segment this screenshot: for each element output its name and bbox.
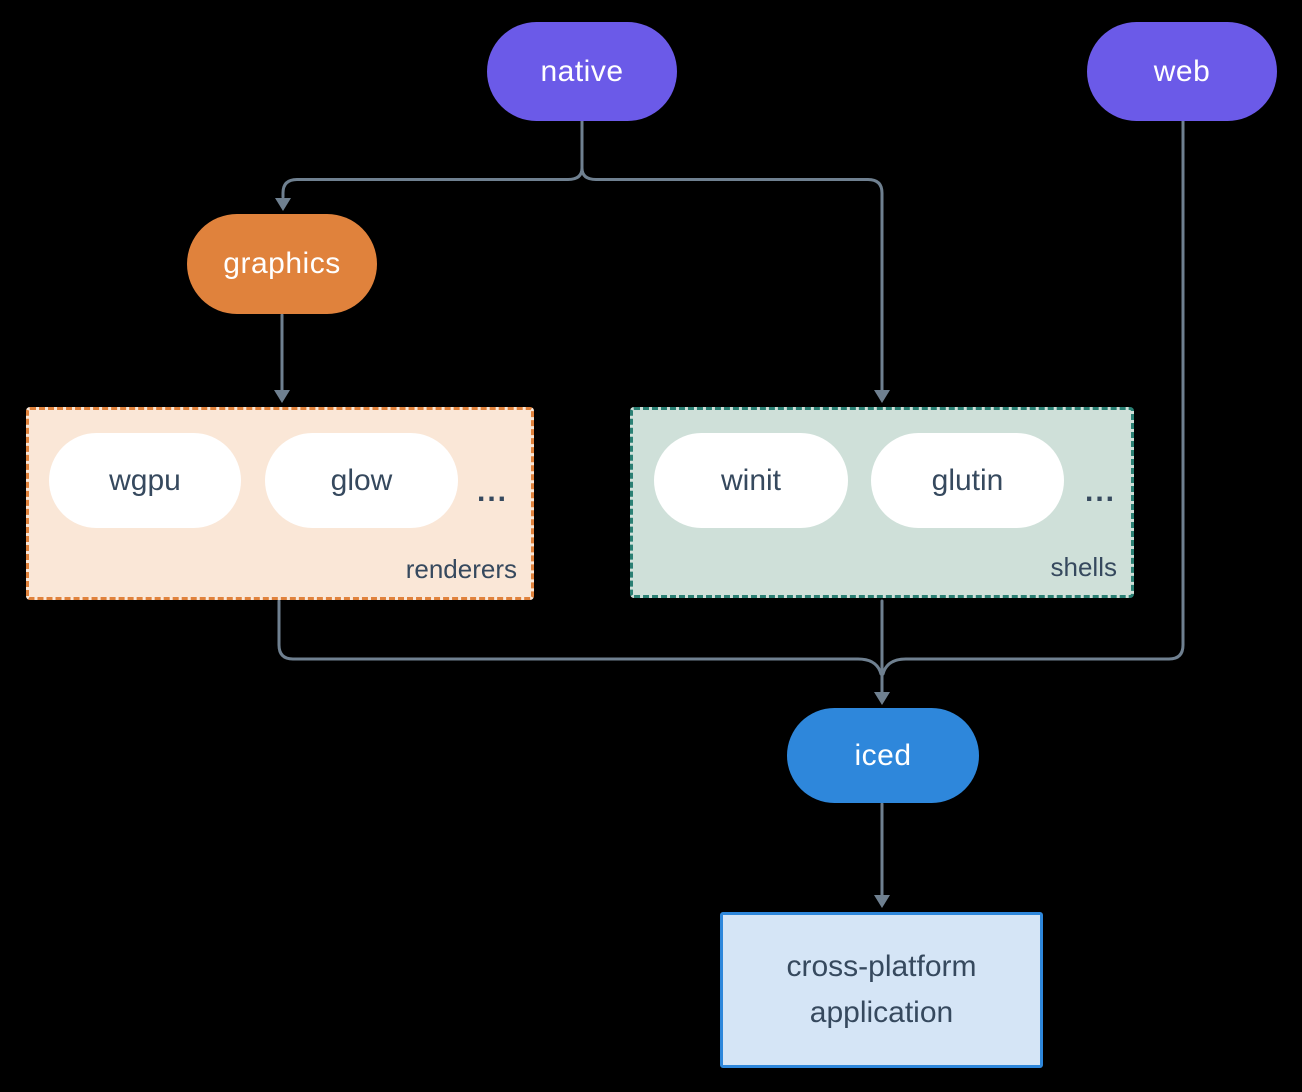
arrowhead-iced: [874, 692, 890, 705]
node-glutin: glutin: [871, 433, 1064, 528]
arrowhead-renderers: [274, 390, 290, 403]
node-iced-label: iced: [854, 738, 912, 772]
edge-renderers-merge: [277, 599, 883, 676]
application-label-line2: application: [809, 996, 954, 1029]
arrowhead-graphics: [275, 198, 291, 211]
node-native: native: [487, 22, 677, 121]
node-native-label: native: [540, 54, 624, 88]
node-wgpu: wgpu: [49, 433, 241, 528]
edge-native-graphics: [281, 166, 584, 199]
edge-native-shells: [580, 166, 884, 392]
arrowhead-shells: [874, 390, 890, 403]
edge-web-merge: [881, 119, 1185, 676]
node-cross-platform-application: cross-platform application: [720, 912, 1043, 1068]
renderers-group-label: renderers: [405, 554, 517, 584]
node-wgpu-label: wgpu: [109, 463, 181, 497]
renderers-ellipsis: ...: [477, 475, 509, 508]
shells-group-label: shells: [1050, 552, 1117, 582]
node-graphics: graphics: [187, 214, 377, 314]
node-web-label: web: [1153, 54, 1211, 88]
node-iced: iced: [787, 708, 979, 803]
node-glutin-label: glutin: [931, 463, 1004, 497]
node-winit: winit: [654, 433, 848, 528]
node-glow: glow: [265, 433, 458, 528]
arrowhead-application: [874, 895, 890, 908]
group-shells: winit glutin ... shells: [630, 407, 1134, 598]
node-glow-label: glow: [330, 463, 393, 497]
node-winit-label: winit: [720, 463, 781, 497]
node-graphics-label: graphics: [223, 247, 341, 280]
group-renderers: wgpu glow ... renderers: [26, 407, 534, 600]
shells-ellipsis: ...: [1085, 475, 1117, 508]
application-label-line1: cross-platform: [786, 950, 977, 983]
node-web: web: [1087, 22, 1277, 121]
